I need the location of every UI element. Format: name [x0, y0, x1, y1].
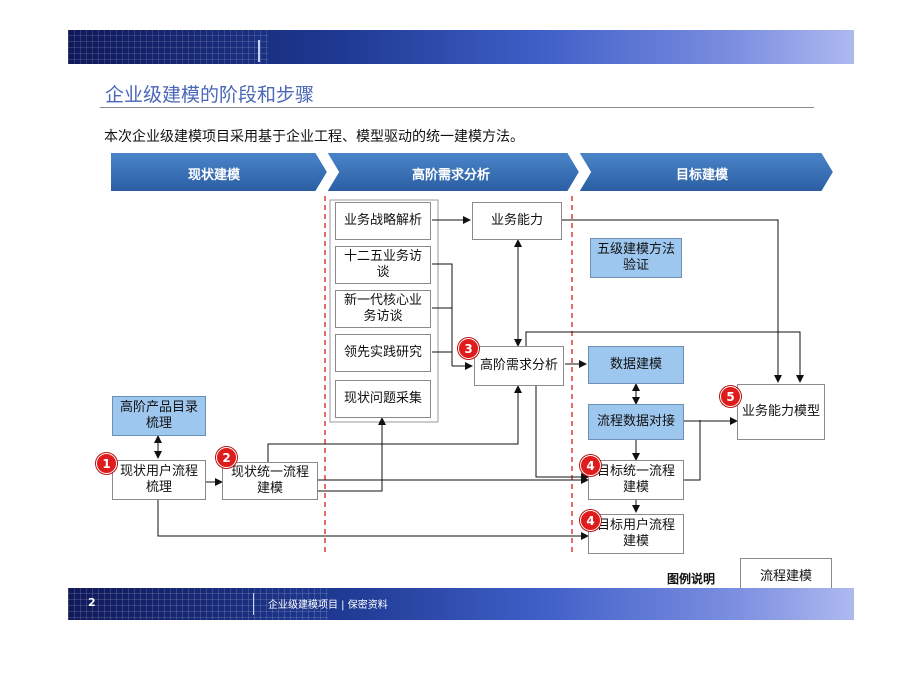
box-high-level-requirements: 高阶需求分析	[474, 346, 564, 386]
step-badge-5: 5	[720, 386, 741, 407]
edge-highreq-tgtunified	[535, 386, 589, 481]
phase-label-analysis: 高阶需求分析	[412, 168, 491, 183]
footer-grid-pattern	[68, 588, 328, 620]
phase-label-target: 目标建模	[676, 168, 729, 183]
legend-label: 图例说明	[667, 572, 716, 586]
edge-curunified-highreq	[267, 385, 522, 462]
edge-curunified-issues	[318, 417, 386, 492]
box-target-user-process: 目标用户流程建模	[588, 514, 684, 554]
box-strategy: 业务战略解析	[335, 202, 431, 240]
phase-chevron-analysis	[324, 151, 582, 193]
step-badge-3: 3	[458, 338, 479, 359]
footer-text: 企业级建模项目 | 保密资料	[268, 600, 388, 611]
box-capability-model: 业务能力模型	[737, 384, 825, 440]
page-number: 2	[88, 596, 96, 609]
footer-banner: 2 企业级建模项目 | 保密资料	[68, 588, 854, 620]
box-data-modeling: 数据建模	[588, 346, 684, 384]
edge-tgtunified-flowdata	[684, 420, 701, 481]
title-rule	[100, 107, 814, 108]
box-fiveyear-interview: 十二五业务访谈	[335, 246, 431, 284]
footer-divider	[253, 593, 254, 615]
banner-divider	[258, 40, 260, 62]
page-title: 企业级建模的阶段和步骤	[105, 84, 315, 106]
banner-grid-pattern	[68, 30, 268, 64]
edge-capability-capmodel	[560, 219, 782, 383]
step-badge-4b: 4	[580, 510, 601, 531]
box-five-level-validation: 五级建模方法验证	[590, 238, 682, 278]
box-target-unified-process: 目标统一流程建模	[588, 460, 684, 500]
edge-curuser-tgtuser	[157, 500, 589, 540]
phase-label-current: 现状建模	[188, 168, 241, 183]
box-product-catalog: 高阶产品目录梳理	[112, 396, 206, 436]
step-badge-2: 2	[216, 447, 237, 468]
phase-chevron-target	[576, 151, 836, 193]
edge-fiveyear-highreq	[432, 263, 453, 366]
box-newgen-interview: 新一代核心业务访谈	[335, 290, 431, 328]
step-badge-4a: 4	[580, 455, 601, 476]
header-banner	[68, 30, 854, 64]
box-process-data-link: 流程数据对接	[588, 404, 684, 440]
phase-chevron-current	[109, 151, 330, 193]
box-business-capability: 业务能力	[472, 202, 562, 240]
edge-highreq-capmodel-top	[525, 331, 804, 383]
box-current-user-process: 现状用户流程梳理	[112, 460, 206, 500]
step-badge-1: 1	[96, 453, 117, 474]
box-practice-research: 领先实践研究	[335, 334, 431, 372]
box-current-unified-process: 现状统一流程建模	[222, 462, 318, 500]
box-issue-collection: 现状问题采集	[335, 380, 431, 418]
intro-text: 本次企业级建模项目采用基于企业工程、模型驱动的统一建模方法。	[104, 129, 524, 145]
